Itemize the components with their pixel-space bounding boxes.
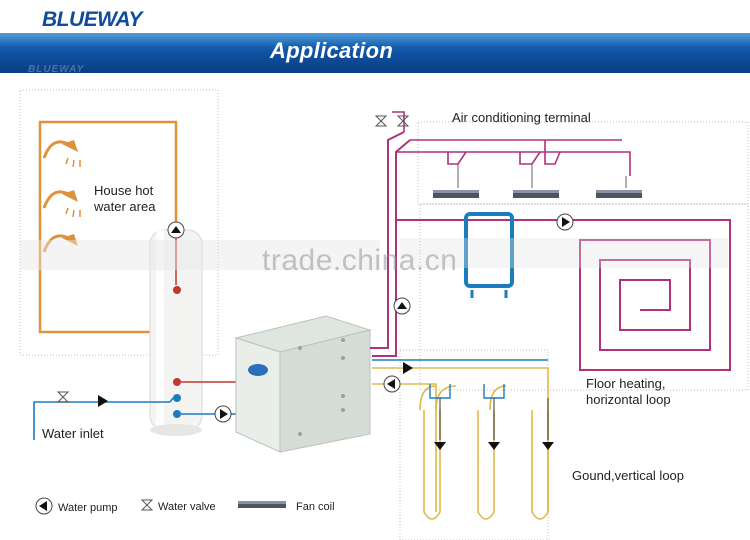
legend-water-pump: Water pump xyxy=(58,502,118,514)
manifold-icon xyxy=(464,212,514,298)
water-pump-icon xyxy=(214,405,232,423)
logo: BLUEWAY xyxy=(42,8,142,31)
floor-heating-frame xyxy=(419,203,749,391)
legend-fan-coil: Fan coil xyxy=(296,501,335,513)
shower-icon xyxy=(42,140,81,168)
heat-pump-unit-icon xyxy=(234,315,372,453)
fan-coil-icon xyxy=(596,190,642,198)
shower-icon xyxy=(42,234,78,253)
flow-arrow-icon xyxy=(98,395,108,407)
label-house-hot-water: House hot water area xyxy=(94,183,156,214)
fan-coil-icon xyxy=(433,190,479,198)
flow-arrow-icon xyxy=(167,221,185,239)
page-title: Application xyxy=(270,38,394,63)
label-air-conditioning-terminal: Air conditioning terminal xyxy=(452,110,591,125)
water-pump-icon xyxy=(35,497,53,515)
watermark: trade.china.cn xyxy=(262,244,458,277)
water-pump-icon xyxy=(556,213,574,231)
flow-arrow-icon xyxy=(393,297,411,315)
logo-reflection: BLUEWAY xyxy=(28,64,85,75)
header: BLUEWAY Application xyxy=(0,0,750,80)
flow-arrow-icon xyxy=(403,362,413,374)
water-valve-icon xyxy=(374,115,410,127)
flow-arrow-icon xyxy=(542,442,554,450)
shower-icon xyxy=(42,190,81,218)
hot-water-area-frame xyxy=(19,89,219,356)
application-diagram xyxy=(19,89,749,540)
flow-arrow-icon xyxy=(488,442,500,450)
legend-water-valve: Water valve xyxy=(158,501,216,513)
banner xyxy=(0,33,750,73)
label-floor-heating: Floor heating, horizontal loop xyxy=(586,376,671,407)
ground-loop-frame xyxy=(399,349,549,540)
banner-shine xyxy=(0,33,750,47)
flow-arrow-icon xyxy=(434,442,446,450)
water-valve-icon xyxy=(140,499,154,511)
label-ground-vertical-loop: Gound,vertical loop xyxy=(572,468,685,483)
water-pump-icon xyxy=(383,375,401,393)
water-valve-icon xyxy=(56,391,70,403)
label-water-inlet: Water inlet xyxy=(42,426,104,441)
fan-coil-icon xyxy=(513,190,559,198)
fan-coil-icon xyxy=(238,501,286,508)
